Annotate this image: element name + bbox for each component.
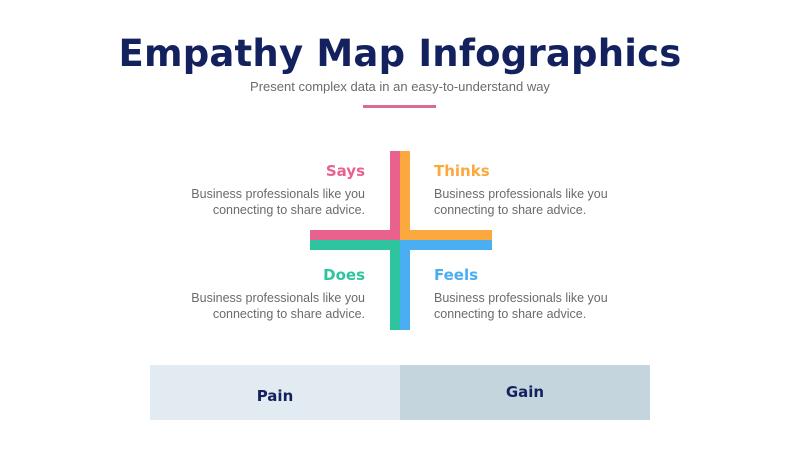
title-divider	[363, 105, 436, 108]
cross-thinks-horizontal	[400, 230, 492, 240]
feels-text-line2: connecting to share advice.	[434, 307, 587, 321]
does-text-line2: connecting to share advice.	[212, 307, 365, 321]
gain-label: Gain	[505, 382, 545, 401]
pain-label: Pain	[256, 386, 294, 405]
says-text-line1: Business professionals like you	[191, 187, 365, 201]
thinks-text-line1: Business professionals like you	[434, 187, 608, 201]
page-subtitle: Present complex data in an easy-to-under…	[250, 79, 550, 94]
cross-does-horizontal	[310, 240, 400, 250]
cross-says-vertical	[390, 151, 400, 240]
thinks-text-line2: connecting to share advice.	[434, 203, 587, 217]
gain-cell: Gain	[400, 365, 650, 420]
page-title: Empathy Map Infographics	[118, 32, 682, 75]
feels-title: Feels	[434, 266, 479, 284]
cross-says-horizontal	[310, 230, 400, 240]
pain-cell: Pain	[150, 365, 400, 420]
does-text-line1: Business professionals like you	[191, 291, 365, 305]
cross-does-vertical	[390, 240, 400, 330]
feels-text-line1: Business professionals like you	[434, 291, 608, 305]
says-title: Says	[325, 162, 365, 180]
thinks-title: Thinks	[434, 162, 490, 180]
cross-thinks-vertical	[400, 151, 410, 240]
cross-feels-horizontal	[400, 240, 492, 250]
says-text-line2: connecting to share advice.	[212, 203, 365, 217]
cross-feels-vertical	[400, 240, 410, 330]
does-title: Does	[323, 266, 365, 284]
